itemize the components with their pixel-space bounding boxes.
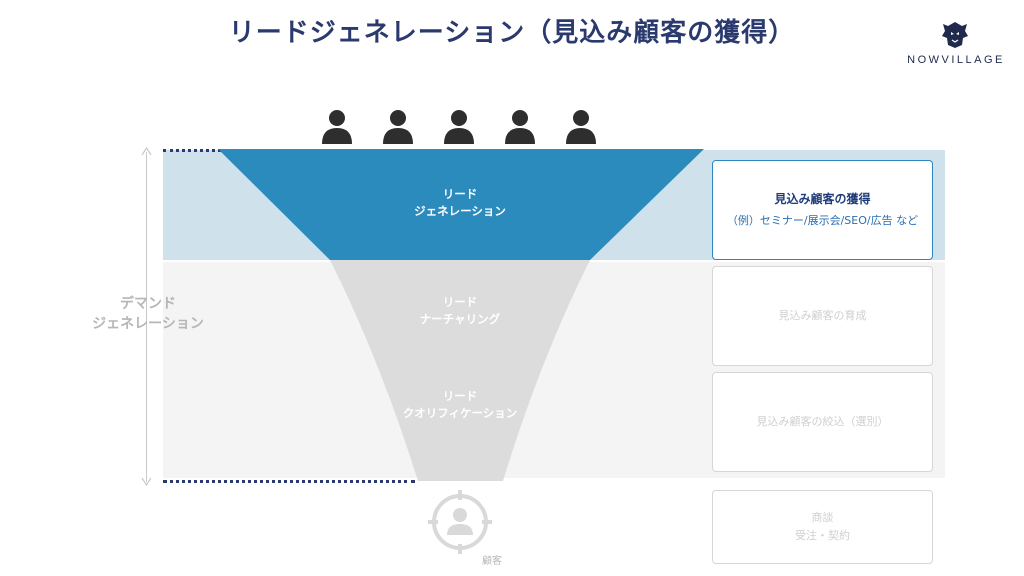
- side-label-line2: ジェネレーション: [92, 316, 204, 332]
- box-lead-acquisition-example: （例）セミナー/展示会/SEO/広告 など: [726, 214, 919, 227]
- box-lead-nurturing-text: 見込み顧客の育成: [778, 309, 867, 322]
- arrow-up-icon: [141, 146, 152, 156]
- stage-2-line2: ナーチャリング: [419, 312, 501, 326]
- lion-head-icon: [942, 22, 968, 48]
- box-lead-acquisition-title: 見込み顧客の獲得: [774, 192, 871, 206]
- box-lead-qualification-text: 見込み顧客の絞込（選別）: [756, 415, 889, 428]
- brand-logo: NOWVILLAGE: [900, 20, 1012, 70]
- stage-lead-nurturing: リード ナーチャリング: [360, 294, 560, 328]
- box-deal: 商談 受注・契約: [712, 490, 933, 564]
- customer-label: 顧客: [482, 556, 502, 567]
- target-customer-icon: [428, 490, 492, 554]
- bottom-dotted-line: [163, 480, 415, 483]
- page-title: リードジェネレーション（見込み顧客の獲得）: [228, 18, 796, 48]
- demand-generation-label: デマンド ジェネレーション: [78, 294, 218, 334]
- box-lead-acquisition: 見込み顧客の獲得 （例）セミナー/展示会/SEO/広告 など: [712, 160, 933, 260]
- box-deal-line1: 商談: [811, 511, 834, 524]
- box-lead-qualification: 見込み顧客の絞込（選別）: [712, 372, 933, 472]
- stage-lead-qualification: リード クオリフィケーション: [360, 388, 560, 422]
- stage-1-line1: リード: [442, 187, 478, 201]
- stage-2-line1: リード: [442, 295, 478, 309]
- box-lead-nurturing: 見込み顧客の育成: [712, 266, 933, 366]
- person-icon: [505, 110, 535, 144]
- box-deal-line2: 受注・契約: [795, 529, 850, 542]
- person-icon: [322, 110, 352, 144]
- people-row: [320, 108, 610, 146]
- person-icon: [444, 110, 474, 144]
- side-label-line1: デマンド: [120, 296, 176, 312]
- top-dotted-line: [163, 149, 221, 152]
- brand-name: NOWVILLAGE: [907, 54, 1005, 66]
- stage-3-line1: リード: [442, 389, 478, 403]
- person-icon: [566, 110, 596, 144]
- stage-1-line2: ジェネレーション: [414, 204, 506, 218]
- stage-lead-generation: リード ジェネレーション: [360, 186, 560, 220]
- range-line: [146, 152, 147, 482]
- arrow-down-icon: [141, 477, 152, 487]
- funnel-blue-section: [218, 149, 704, 260]
- funnel-gray-section: [330, 260, 590, 481]
- stage-3-line2: クオリフィケーション: [402, 406, 518, 420]
- person-icon: [383, 110, 413, 144]
